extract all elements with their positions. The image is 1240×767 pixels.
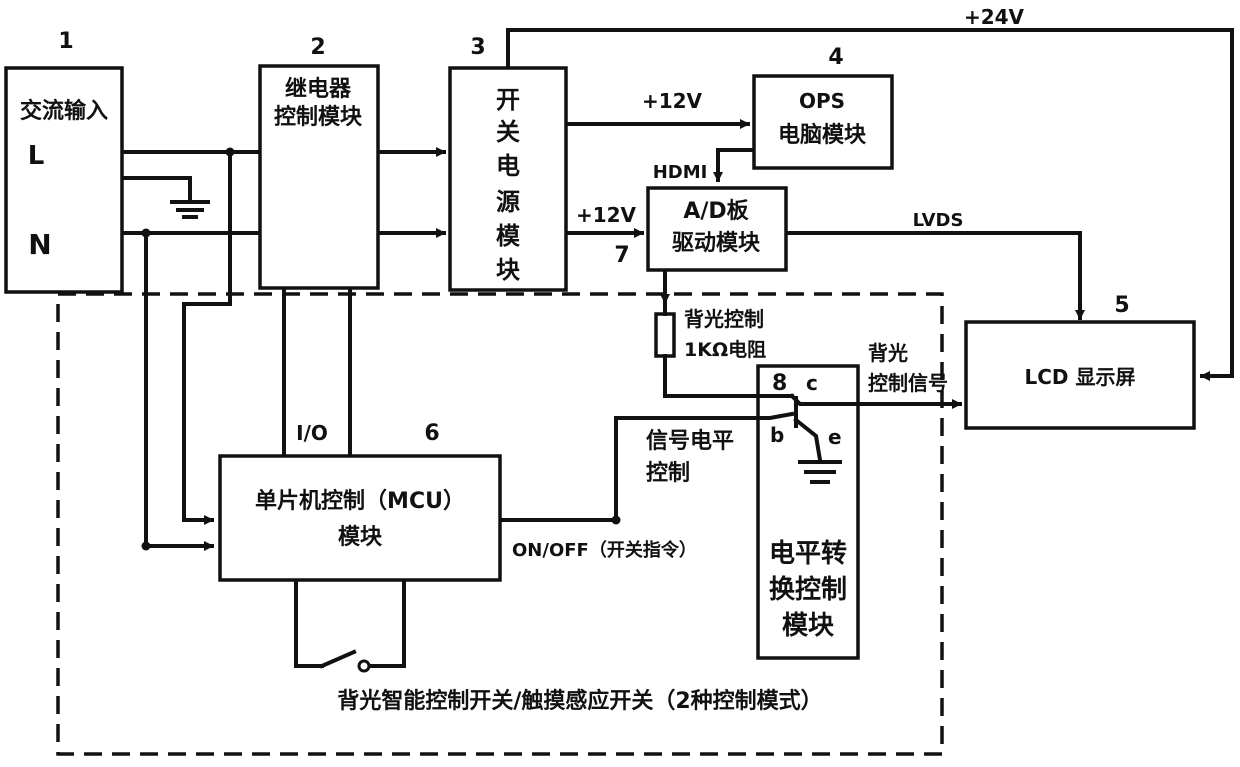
wire-c-to-lcd: [792, 396, 960, 404]
ops-label-1: OPS: [799, 89, 845, 113]
label-backlight-sig-2: 控制信号: [868, 371, 948, 395]
num-8: 8: [772, 371, 787, 396]
touch-switch-contact: [359, 661, 369, 671]
label-12v-ops: +12V: [642, 89, 703, 113]
label-hdmi: HDMI: [653, 162, 708, 183]
label-resistor: 1KΩ电阻: [684, 338, 766, 361]
label-onoff: ON/OFF（开关指令）: [512, 539, 697, 561]
relay-label-1: 继电器: [285, 76, 352, 102]
psu-char-5: 模: [496, 222, 521, 250]
wire-hdmi: [718, 150, 754, 180]
mcu-label-2: 模块: [338, 525, 383, 550]
wire-N-to-mcu: [146, 233, 212, 546]
wire-lvds: [786, 233, 1080, 318]
label-backlight-ctrl: 背光控制: [684, 307, 764, 331]
transistor-c-label: c: [806, 371, 818, 395]
transistor-emitter: [796, 420, 820, 460]
num-1: 1: [58, 29, 73, 54]
ac-L-label: L: [28, 141, 45, 171]
wire-touch-left: [296, 578, 322, 666]
ops-label-2: 电脑模块: [778, 122, 867, 148]
transistor-b-label: b: [770, 423, 784, 447]
ad-label-1: A/D板: [683, 199, 749, 224]
label-backlight-sig-1: 背光: [868, 341, 908, 365]
level-label-2: 换控制: [769, 575, 847, 605]
junction-L: [226, 148, 235, 157]
label-signal-level-2: 控制: [646, 460, 690, 486]
num-7: 7: [614, 243, 629, 268]
psu-char-3: 电: [496, 152, 520, 180]
relay-label-2: 控制模块: [274, 104, 363, 130]
psu-char-1: 开: [496, 86, 520, 114]
touch-switch-blade: [322, 652, 354, 666]
psu-char-6: 块: [496, 256, 520, 284]
label-signal-level-1: 信号电平: [646, 428, 734, 454]
label-12v-ad: +12V: [576, 203, 637, 227]
junction-onoff: [612, 516, 621, 525]
ac-input-title: 交流输入: [20, 98, 108, 124]
junction-N: [142, 229, 151, 238]
transistor-e-label: e: [828, 425, 842, 449]
num-6: 6: [424, 421, 439, 446]
level-label-3: 模块: [782, 611, 834, 641]
psu-char-2: 关: [496, 118, 520, 146]
psu-char-4: 源: [496, 188, 520, 216]
bottom-caption: 背光智能控制开关/触摸感应开关（2种控制模式）: [337, 688, 822, 714]
wire-touch-right: [370, 578, 404, 666]
ac-N-label: N: [28, 228, 51, 261]
label-24v: +24V: [964, 5, 1025, 29]
label-lvds: LVDS: [913, 210, 964, 231]
mcu-box: [220, 456, 500, 580]
lcd-label: LCD 显示屏: [1025, 365, 1136, 389]
num-3: 3: [470, 35, 485, 60]
junction-N-mcu: [142, 542, 151, 551]
resistor-1k: [656, 314, 674, 356]
num-5: 5: [1114, 293, 1129, 318]
num-2: 2: [310, 35, 325, 60]
mcu-label-1: 单片机控制（MCU）: [255, 488, 465, 514]
ad-label-2: 驱动模块: [672, 231, 761, 256]
num-4: 4: [828, 45, 843, 70]
mcu-io-label: I/O: [296, 421, 328, 445]
level-label-1: 电平转: [769, 539, 847, 569]
